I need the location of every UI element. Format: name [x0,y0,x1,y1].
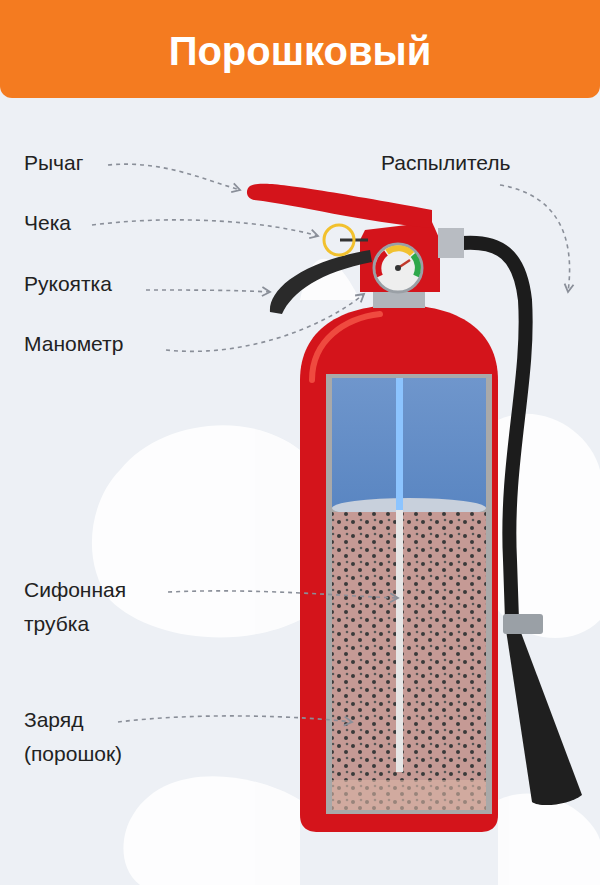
gas-space [332,378,486,508]
valve-head [360,222,440,292]
nozzle [506,630,582,805]
hose-ring [503,614,543,634]
part-label: Рычаг [24,146,83,180]
cylinder [300,305,498,832]
part-label: Распылитель [381,146,511,180]
part-label: Заряд (порошок) [24,703,149,771]
hose-fitting [438,228,464,258]
leader-line [92,164,570,722]
cutaway-wall [326,374,492,814]
pin-ring [324,225,354,255]
gauge [374,244,422,292]
powder-charge [332,512,486,810]
part-label: Чека [24,206,71,240]
title: Порошковый [0,28,600,74]
part-label: Рукоятка [24,267,112,301]
siphon-tube-top [396,378,403,510]
part-label: Сифонная трубка [24,573,149,641]
handle [270,250,372,314]
part-label: Манометр [24,327,123,361]
lever [247,184,432,228]
siphon-tube [396,510,403,772]
